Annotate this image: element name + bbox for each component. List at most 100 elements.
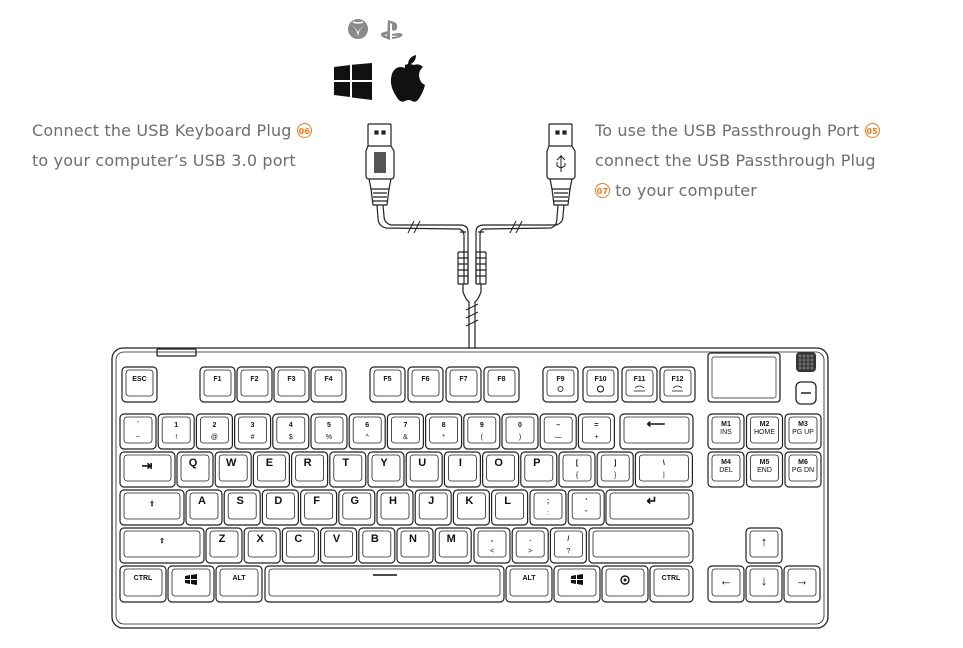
key-right-alt[interactable]: ALT: [505, 565, 553, 603]
key-n[interactable]: N: [396, 527, 434, 564]
key-s[interactable]: S: [223, 489, 261, 526]
key-secondary: HOME: [754, 429, 775, 436]
key-punct-home-1[interactable]: '": [567, 489, 605, 526]
key-f[interactable]: F: [300, 489, 338, 526]
key-v[interactable]: V: [320, 527, 358, 564]
key-primary: 7: [403, 422, 407, 429]
key-primary: ': [585, 498, 587, 505]
key-f6[interactable]: F6: [407, 366, 444, 403]
key-label: ALT: [232, 575, 246, 582]
key-z[interactable]: Z: [205, 527, 243, 564]
key-arrow-up[interactable]: ↑: [745, 527, 783, 564]
key-number-8[interactable]: 8*: [425, 413, 463, 450]
key-label: F9: [556, 376, 564, 383]
key-p[interactable]: P: [520, 451, 558, 488]
key-f12[interactable]: F12: [659, 366, 696, 403]
key-f8[interactable]: F8: [483, 366, 520, 403]
key-right-ctrl[interactable]: CTRL: [649, 565, 694, 603]
key-number-5[interactable]: 5%: [310, 413, 348, 450]
key-right-shift[interactable]: [588, 527, 694, 564]
key-number-2[interactable]: 2@: [195, 413, 233, 450]
key-l[interactable]: L: [491, 489, 529, 526]
key-punct-bottom-2[interactable]: /?: [549, 527, 588, 564]
key-punct-0[interactable]: [{: [558, 451, 596, 488]
key-punct-home-0[interactable]: ;:: [529, 489, 567, 526]
key-f11[interactable]: F11: [621, 366, 658, 403]
shift-glyph: ⇧: [159, 537, 165, 545]
key-number-10[interactable]: 0): [501, 413, 539, 450]
key-punct-2[interactable]: \|: [634, 451, 694, 488]
key-secondary: {: [576, 472, 579, 479]
key-enter[interactable]: ↵: [605, 489, 694, 526]
key-f3[interactable]: F3: [273, 366, 310, 403]
key-b[interactable]: B: [358, 527, 396, 564]
key-j[interactable]: J: [414, 489, 452, 526]
key-y[interactable]: Y: [367, 451, 405, 488]
key-number-6[interactable]: 6^: [348, 413, 386, 450]
key-k[interactable]: K: [452, 489, 490, 526]
key-primary: 1: [174, 422, 178, 429]
key-arrow-left[interactable]: ←: [707, 565, 745, 603]
key-r[interactable]: R: [291, 451, 329, 488]
key-punct-bottom-1[interactable]: .>: [511, 527, 549, 564]
key-e[interactable]: E: [252, 451, 290, 488]
key-number-3[interactable]: 3#: [234, 413, 272, 450]
key-secondary: :: [547, 510, 549, 517]
passthrough-caption: To use the USB Passthrough Port 05 conne…: [595, 116, 880, 206]
key-number-12[interactable]: =+: [577, 413, 616, 450]
key-number-0[interactable]: `~: [119, 413, 157, 450]
key-backspace[interactable]: [619, 413, 694, 450]
key-x[interactable]: X: [243, 527, 281, 564]
key-space[interactable]: [264, 565, 505, 603]
key-right-win[interactable]: [553, 565, 601, 603]
menu-button[interactable]: [795, 381, 817, 405]
key-label: E: [266, 457, 273, 469]
key-g[interactable]: G: [338, 489, 376, 526]
key-caps-lock[interactable]: ⇪: [119, 489, 185, 526]
key-d[interactable]: D: [261, 489, 299, 526]
key-o[interactable]: O: [482, 451, 520, 488]
key-m[interactable]: M: [434, 527, 472, 564]
key-secondary: (: [481, 434, 484, 441]
key-f5[interactable]: F5: [369, 366, 406, 403]
key-number-1[interactable]: 1!: [157, 413, 195, 450]
key-punct-bottom-0[interactable]: ,<: [473, 527, 511, 564]
key-f4[interactable]: F4: [310, 366, 347, 403]
key-a[interactable]: A: [185, 489, 223, 526]
key-arrow-right[interactable]: →: [783, 565, 821, 603]
key-f1[interactable]: F1: [199, 366, 236, 403]
key-w[interactable]: W: [214, 451, 252, 488]
key-steelseries[interactable]: [601, 565, 649, 603]
key-f2[interactable]: F2: [236, 366, 273, 403]
key-number-9[interactable]: 9(: [463, 413, 501, 450]
key-f9[interactable]: F9: [542, 366, 579, 403]
key-label: R: [304, 457, 312, 469]
key-f10[interactable]: F10: [582, 366, 619, 403]
key-h[interactable]: H: [376, 489, 414, 526]
key-esc[interactable]: ESC: [121, 366, 158, 403]
key-number-11[interactable]: –—: [539, 413, 577, 450]
key-left-alt[interactable]: ALT: [215, 565, 263, 603]
keyboard-plug-caption: Connect the USB Keyboard Plug 06 to your…: [32, 116, 312, 176]
key-number-4[interactable]: 4$: [272, 413, 310, 450]
key-c[interactable]: C: [281, 527, 319, 564]
key-t[interactable]: T: [329, 451, 367, 488]
key-left-win[interactable]: [167, 565, 215, 603]
key-arrow-down[interactable]: ↓: [745, 565, 783, 603]
key-u[interactable]: U: [405, 451, 443, 488]
key-q[interactable]: Q: [176, 451, 214, 488]
key-punct-1[interactable]: ]}: [596, 451, 634, 488]
key-left-ctrl[interactable]: CTRL: [119, 565, 167, 603]
key-i[interactable]: I: [443, 451, 481, 488]
key-left-shift[interactable]: ⇧: [119, 527, 205, 564]
key-number-7[interactable]: 7&: [386, 413, 424, 450]
key-tab[interactable]: ⇥: [119, 451, 176, 488]
key-f7[interactable]: F7: [445, 366, 482, 403]
